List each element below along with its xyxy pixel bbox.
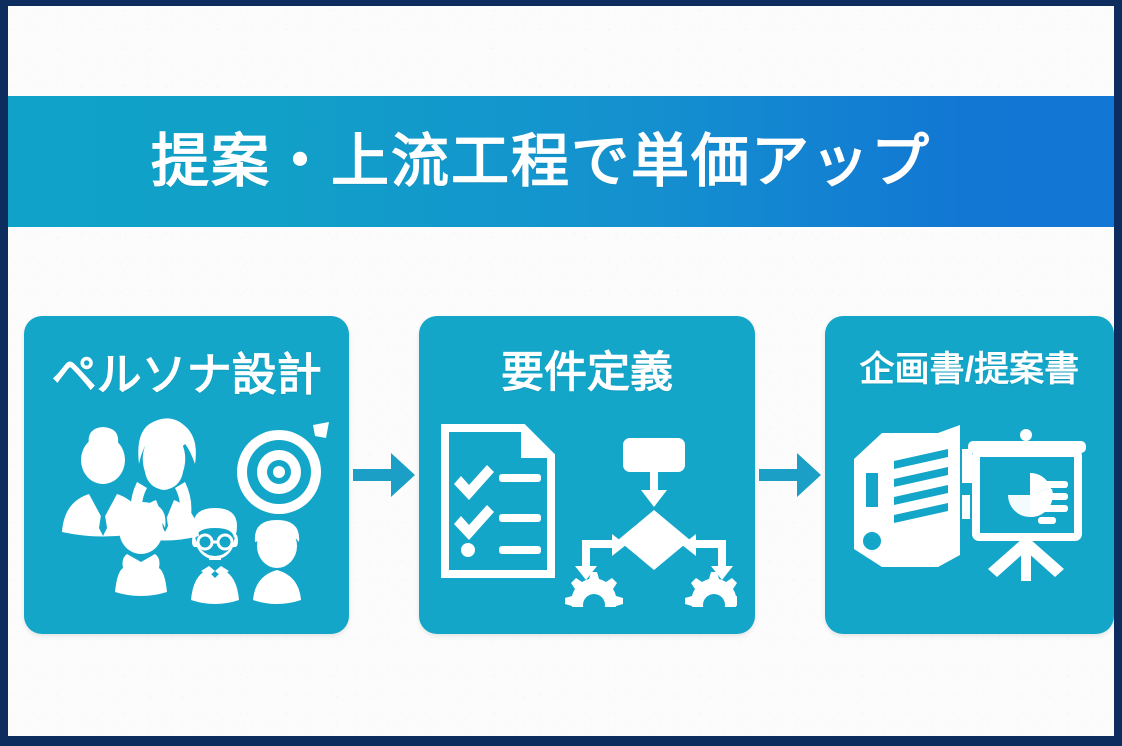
flow-connector-1 [349,316,419,634]
slide-canvas: 提案・上流工程で単価アップ ペルソナ設計 [8,6,1114,736]
flowchart-icon [564,438,737,607]
flow-connector-2 [755,316,825,634]
persona-group-illustration [61,417,329,604]
elderly-man-icon [190,507,239,604]
arrow-right-icon [758,453,821,497]
requirements-illustration [440,424,737,607]
gear-icon [684,572,737,607]
target-arrow-icon [236,421,329,514]
step-card-proposal-title: 企画書/提案書 [859,350,1080,389]
step-card-requirements[interactable]: 要件定義 [419,316,755,634]
page-title: 提案・上流工程で単価アップ [150,128,931,194]
step-card-requirements-art [419,395,754,634]
businessman-icon [61,426,144,536]
arrow-right-icon [353,453,416,497]
process-flow: ペルソナ設計 [8,316,1114,646]
presentation-chart-icon [968,429,1087,581]
step-card-persona-art [24,397,349,634]
checklist-document-icon [440,424,555,578]
step-card-persona[interactable]: ペルソナ設計 [24,316,350,634]
gear-icon [564,572,623,607]
proposal-illustration [854,425,1087,581]
boy-icon [252,519,301,604]
step-card-proposal-art [825,387,1114,634]
binder-icon [854,425,973,567]
step-card-requirements-title: 要件定義 [500,349,673,397]
step-card-persona-title: ペルソナ設計 [51,349,322,400]
title-banner: 提案・上流工程で単価アップ [8,96,1114,227]
step-card-proposal[interactable]: 企画書/提案書 [824,316,1114,634]
child-icon [114,501,167,596]
